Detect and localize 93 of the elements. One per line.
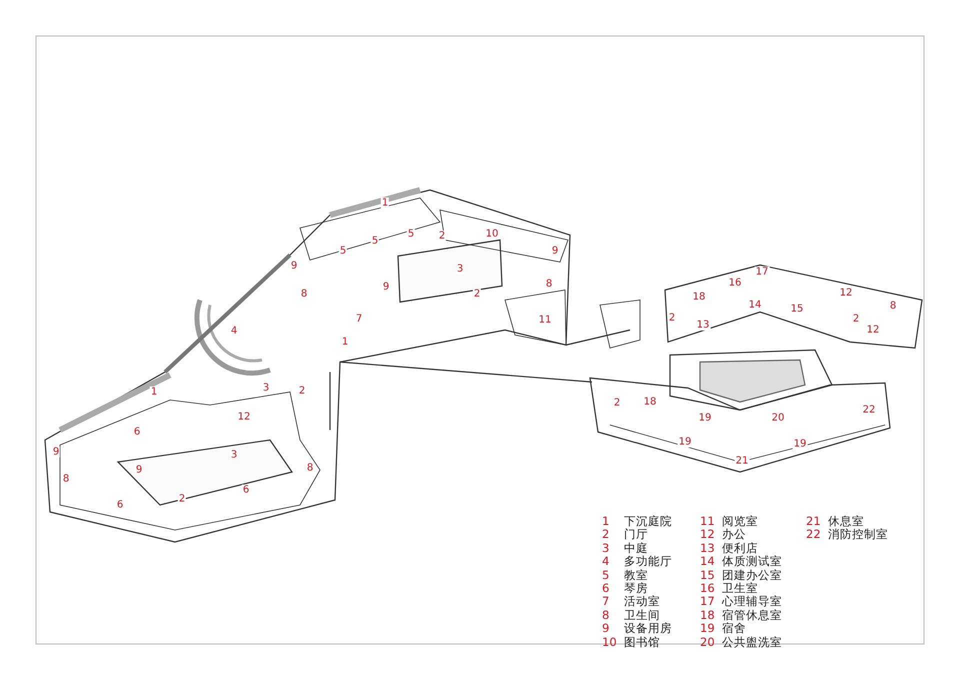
key-number: 7 — [602, 595, 610, 608]
callout-number: 5 — [406, 228, 416, 240]
key-number: 4 — [602, 555, 610, 568]
key-label: 体质测试室 — [722, 555, 782, 568]
callout-number: 5 — [338, 246, 348, 256]
key-label: 图书馆 — [624, 636, 660, 649]
callout-number: 9 — [52, 446, 60, 458]
callout-number: 2 — [668, 312, 676, 324]
callout-number: 16 — [728, 278, 742, 288]
callout-number: 6 — [116, 500, 124, 510]
callout-number: 12 — [236, 412, 252, 422]
callout-number: 1 — [150, 386, 158, 398]
key-label: 卫生室 — [722, 582, 758, 595]
callout-number: 3 — [262, 382, 270, 394]
key-number: 18 — [700, 608, 715, 622]
callout-number: 21 — [734, 456, 750, 466]
key-label: 下沉庭院 — [624, 515, 672, 528]
key-label: 消防控制室 — [828, 528, 888, 542]
callout-number: 18 — [642, 396, 658, 408]
callout-number: 2 — [472, 288, 482, 300]
key-label: 阅览室 — [722, 515, 758, 528]
key-number: 2 — [602, 528, 610, 542]
key-number: 13 — [700, 542, 715, 555]
key-number: 5 — [602, 568, 610, 582]
key-label: 活动室 — [624, 595, 660, 608]
callout-number: 9 — [290, 260, 298, 272]
key-label: 办公 — [722, 528, 746, 542]
callout-number: 11 — [538, 314, 552, 326]
key-number: 20 — [700, 636, 715, 649]
callout-number: 12 — [866, 324, 880, 336]
key-number: 14 — [700, 555, 715, 568]
callout-number: 8 — [306, 462, 314, 474]
callout-number: 19 — [792, 438, 808, 450]
callout-number: 15 — [790, 304, 804, 314]
key-number: 3 — [602, 542, 610, 555]
callout-number: 6 — [132, 426, 142, 438]
key-number: 6 — [602, 582, 610, 595]
key-number: 8 — [602, 608, 610, 622]
callout-number: 2 — [852, 314, 860, 324]
key-number: 9 — [602, 622, 610, 636]
callout-number: 1 — [380, 198, 390, 208]
key-label: 中庭 — [624, 542, 648, 555]
key-label: 休息室 — [828, 515, 864, 528]
key-number: 22 — [806, 528, 821, 542]
callout-number: 14 — [748, 300, 762, 310]
callout-number: 7 — [354, 314, 364, 324]
callout-number: 19 — [678, 436, 692, 448]
key-number: 10 — [602, 636, 617, 649]
callout-number: 8 — [888, 300, 898, 312]
key-number: 11 — [700, 515, 715, 528]
callout-number: 12 — [838, 288, 854, 298]
key-label: 卫生间 — [624, 608, 660, 622]
callout-number: 6 — [242, 484, 250, 496]
callout-number: 17 — [754, 266, 770, 278]
key-label: 便利店 — [722, 542, 758, 555]
key-label: 琴房 — [624, 582, 648, 595]
key-number: 16 — [700, 582, 715, 595]
key-number: 1 — [602, 515, 610, 528]
callout-number: 8 — [300, 288, 308, 300]
callout-number: 8 — [544, 278, 554, 290]
callout-number: 1 — [340, 336, 350, 348]
callout-number: 3 — [456, 264, 464, 274]
callout-number: 8 — [62, 474, 70, 484]
key-number: 15 — [700, 568, 715, 582]
callout-number: 10 — [484, 228, 500, 240]
callout-number: 20 — [770, 412, 786, 424]
key-label: 公共盥洗室 — [722, 636, 782, 649]
callout-number: 3 — [230, 450, 238, 460]
key-label: 团建办公室 — [722, 568, 782, 582]
key-number: 19 — [700, 622, 715, 636]
key-label: 心理辅导室 — [722, 595, 782, 608]
callout-number: 5 — [370, 236, 380, 246]
key-label: 教室 — [624, 568, 648, 582]
key-number: 21 — [806, 515, 821, 528]
callout-number: 22 — [862, 404, 876, 416]
key-label: 宿管休息室 — [722, 608, 782, 622]
key-label: 门厅 — [624, 528, 648, 542]
key-label: 多功能厅 — [624, 555, 672, 568]
callout-number: 2 — [178, 494, 186, 504]
callout-number: 9 — [134, 464, 144, 476]
callout-number: 19 — [698, 412, 712, 424]
key-number: 12 — [700, 528, 715, 542]
callout-number: 2 — [298, 386, 306, 396]
callout-number: 2 — [438, 230, 446, 242]
callout-number: 9 — [550, 246, 560, 256]
callout-number: 9 — [382, 282, 390, 292]
callout-number: 18 — [692, 292, 706, 302]
key-number: 17 — [700, 595, 715, 608]
callout-number: 13 — [696, 320, 710, 330]
key-label: 设备用房 — [624, 622, 672, 636]
callout-number: 2 — [612, 398, 622, 408]
key-label: 宿舍 — [722, 622, 746, 636]
callout-number: 4 — [230, 326, 238, 336]
